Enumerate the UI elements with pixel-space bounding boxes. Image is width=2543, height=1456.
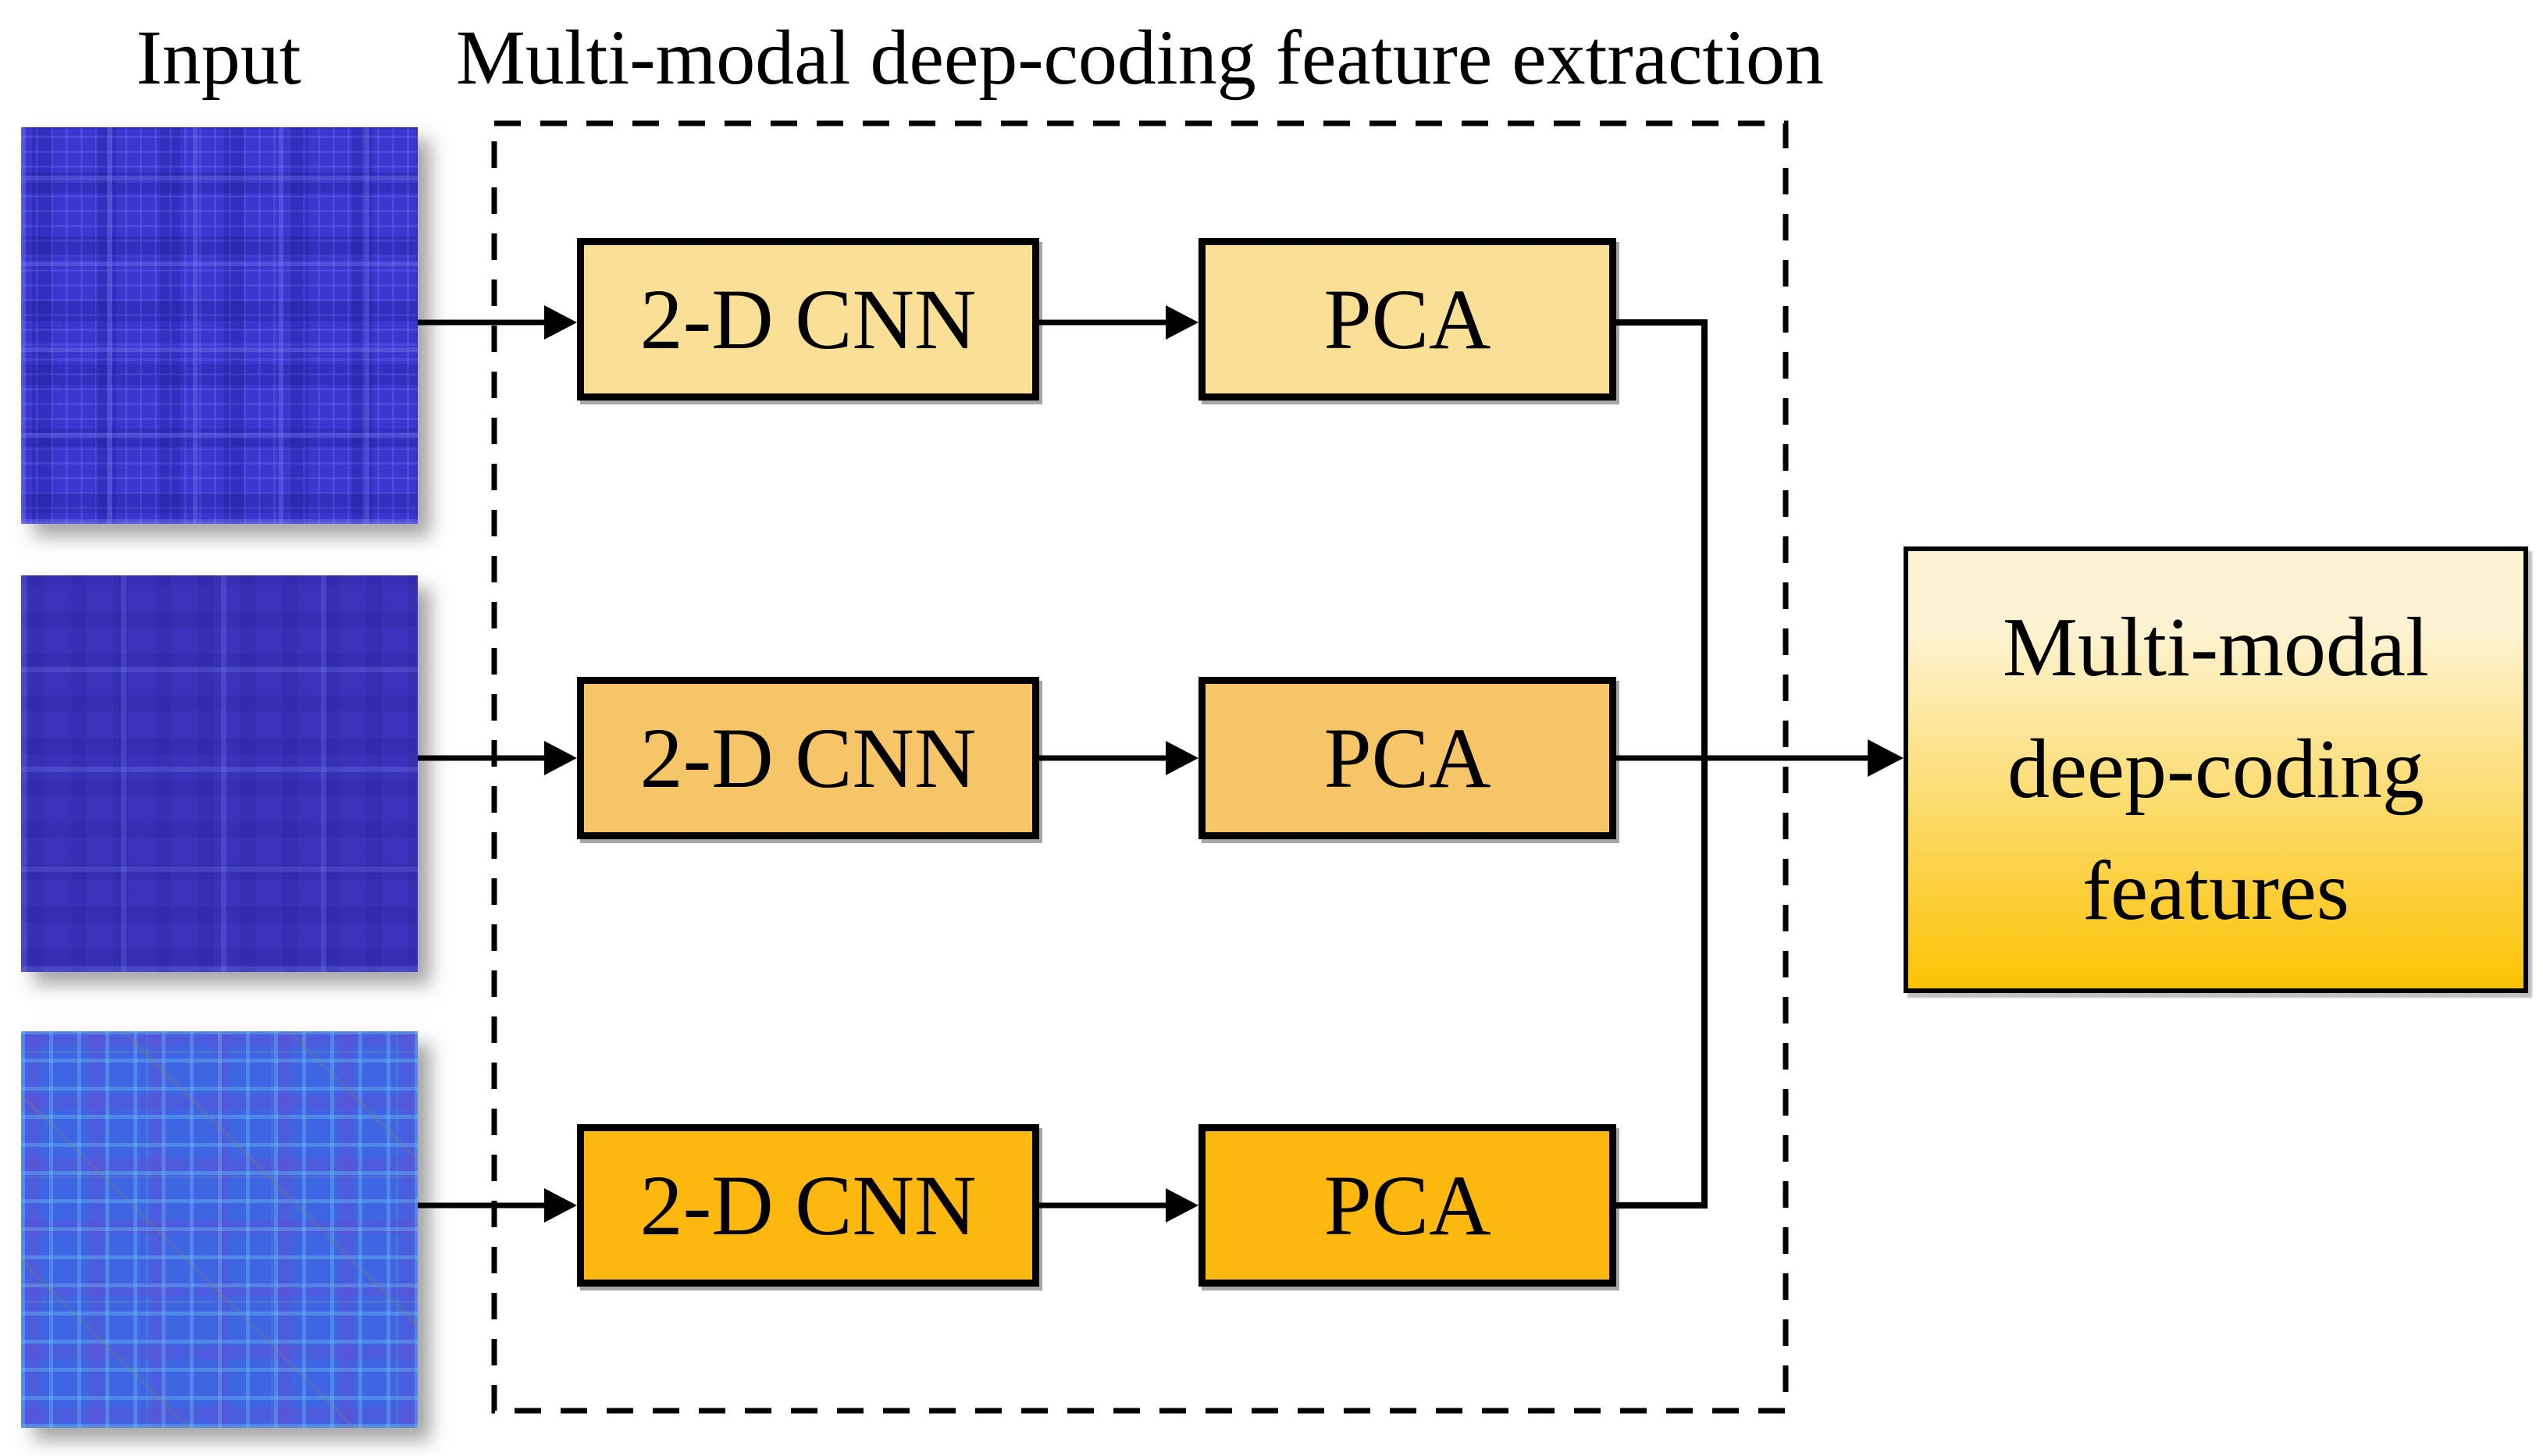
pca-box-row2: PCA xyxy=(1198,677,1616,839)
arrowhead-matrix2-to-cnn2 xyxy=(544,741,577,775)
arrowhead-matrix1-to-cnn1 xyxy=(544,305,577,340)
pca-box-row1: PCA xyxy=(1198,238,1616,400)
arrowhead-cnn1-to-pca1 xyxy=(1166,305,1198,340)
cnn-box-row3-label: 2-D CNN xyxy=(639,1157,977,1253)
output-box-line-2: deep-coding xyxy=(2007,723,2424,816)
cnn-box-row2-label: 2-D CNN xyxy=(639,710,977,806)
pca-box-row3: PCA xyxy=(1198,1124,1616,1287)
arrowhead-cnn2-to-pca2 xyxy=(1166,741,1198,775)
cnn-box-row3: 2-D CNN xyxy=(577,1124,1039,1287)
input-similarity-matrix-3 xyxy=(21,1031,418,1428)
multimodal-features-output-box: Multi-modal deep-coding features xyxy=(1904,546,2528,993)
input-similarity-matrix-2 xyxy=(21,575,418,972)
arrowhead-matrix3-to-cnn3 xyxy=(544,1188,577,1223)
cnn-box-row2: 2-D CNN xyxy=(577,677,1039,839)
pca-box-row2-label: PCA xyxy=(1323,710,1491,806)
arrowhead-cnn3-to-pca3 xyxy=(1166,1188,1198,1223)
arrowhead-fused-to-output xyxy=(1868,739,1904,777)
output-box-line-3: features xyxy=(2082,845,2349,938)
feature-extraction-title: Multi-modal deep-coding feature extracti… xyxy=(455,14,1825,101)
input-similarity-matrix-1 xyxy=(21,127,418,524)
cnn-box-row1: 2-D CNN xyxy=(577,238,1039,400)
output-box-line-1: Multi-modal xyxy=(2003,601,2429,694)
pca-box-row1-label: PCA xyxy=(1323,271,1491,367)
cnn-box-row1-label: 2-D CNN xyxy=(639,271,977,367)
input-column-label: Input xyxy=(136,14,301,101)
pca-box-row3-label: PCA xyxy=(1323,1157,1491,1253)
